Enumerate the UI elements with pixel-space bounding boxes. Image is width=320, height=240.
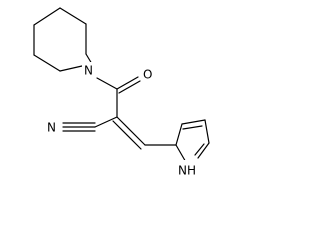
bond: [182, 125, 203, 130]
bond: [94, 116, 118, 128]
bond: [33, 54, 61, 72]
bond: [116, 116, 146, 146]
piperidine-ring: [33, 7, 93, 72]
bond: [194, 143, 205, 156]
amide-group: [96, 76, 141, 118]
vinyl-double-bond: [112, 116, 177, 150]
chemical-structure: N O N NH: [33, 7, 210, 178]
bond: [204, 119, 210, 144]
bond: [175, 123, 183, 146]
bond: [118, 80, 141, 94]
nitrile-group: [62, 116, 118, 132]
bond: [59, 7, 87, 25]
bond: [59, 65, 83, 72]
atom-labels: N O N NH: [45, 62, 200, 178]
pyrrole-ring: [175, 119, 210, 165]
bond: [96, 77, 118, 90]
carbonyl-oxygen-label: O: [143, 68, 152, 82]
nitrile-nitrogen-label: N: [47, 121, 56, 135]
pyrrole-nh-label: NH: [178, 164, 196, 178]
bond: [33, 7, 61, 26]
piperidine-nitrogen-label: N: [84, 64, 93, 78]
bond: [112, 120, 142, 150]
bond: [116, 76, 139, 90]
bond: [197, 142, 210, 159]
bond: [181, 119, 206, 125]
